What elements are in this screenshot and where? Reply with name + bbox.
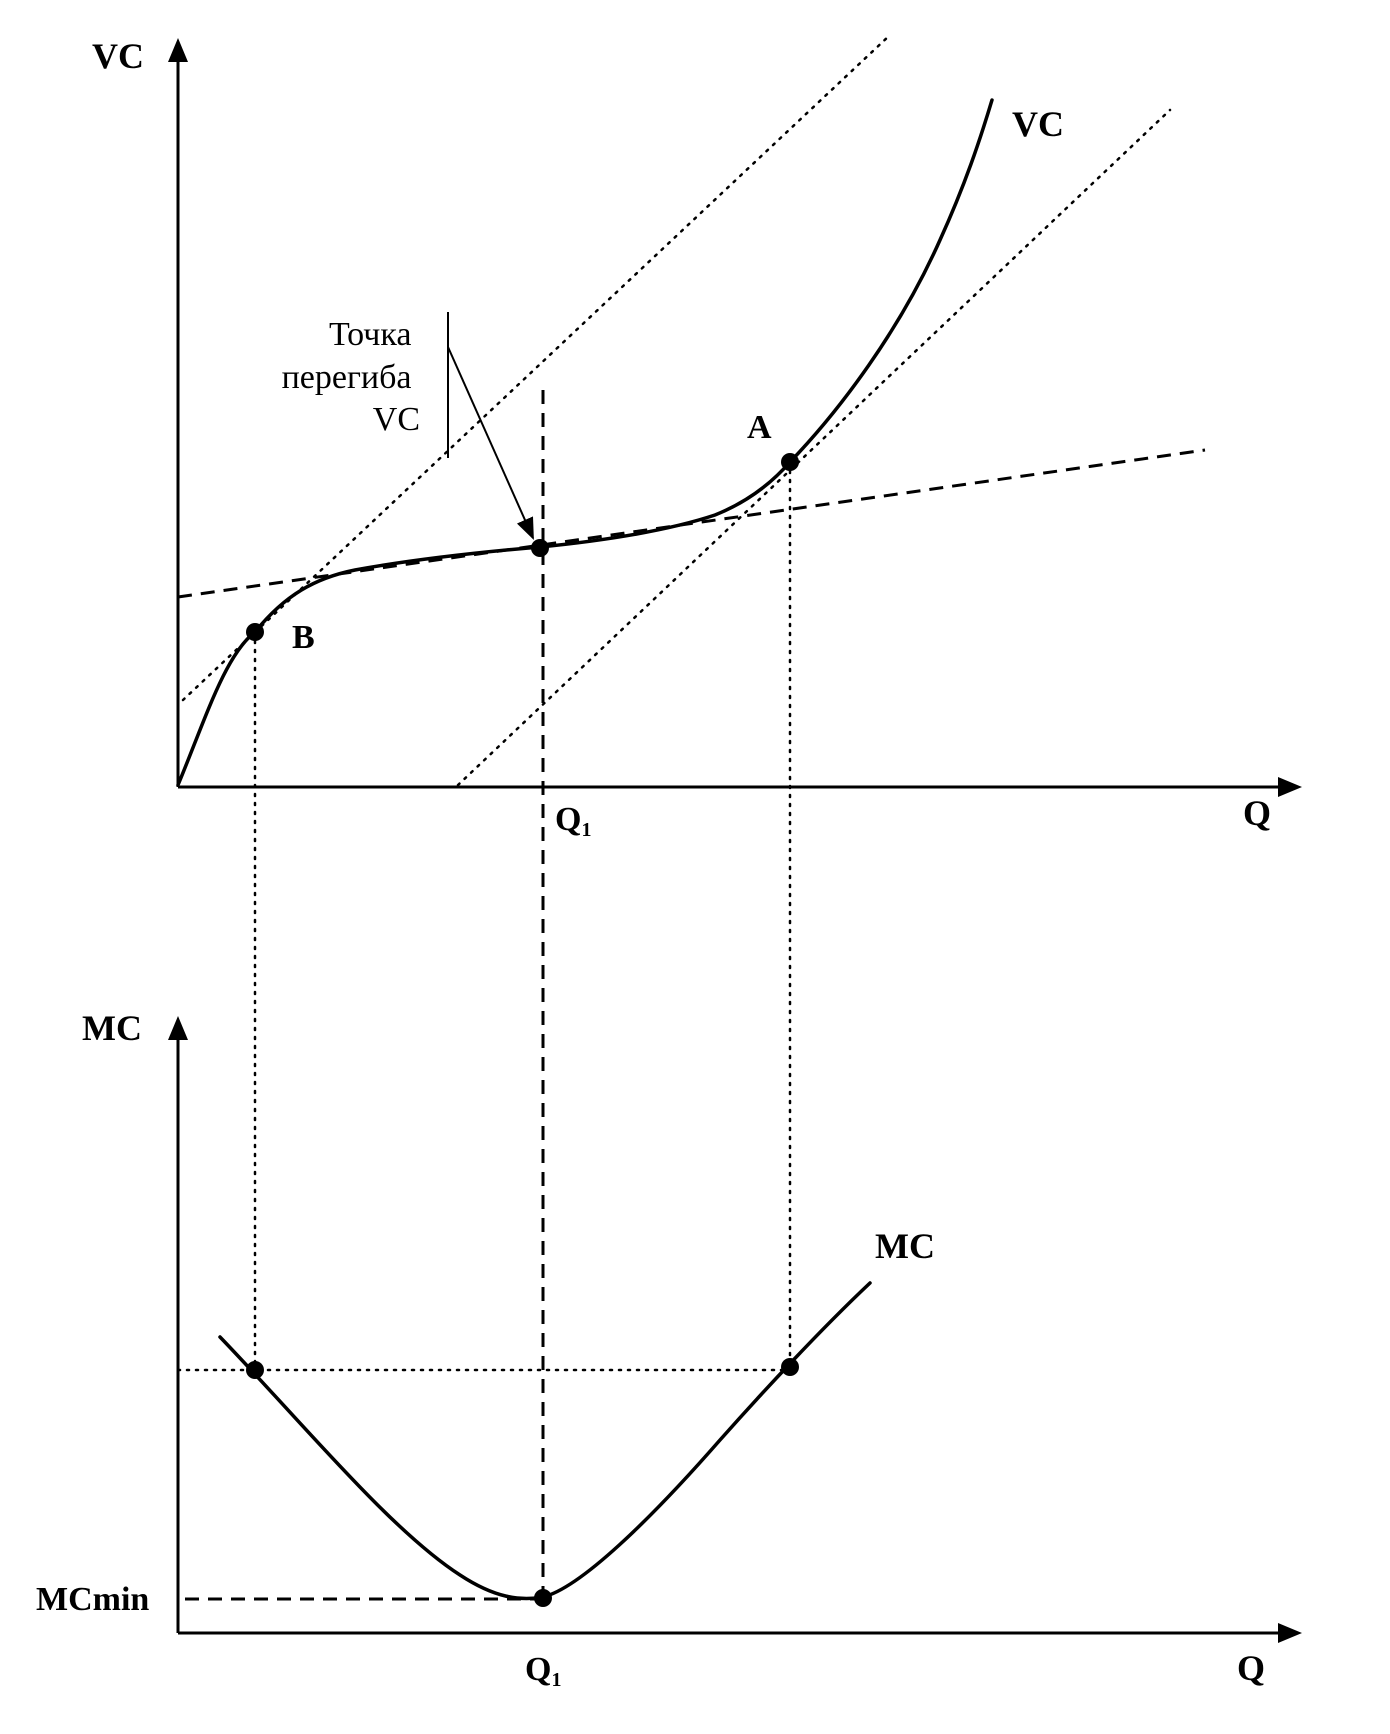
top-y-axis-label: VC [92, 36, 144, 76]
bottom-q1-label: Q1 [525, 1651, 561, 1691]
top-panel: VC VC A B Q Q1 Точка перегиба VC [92, 33, 1302, 1598]
bottom-x-axis-label: Q [1237, 1648, 1265, 1688]
mc-point-a [781, 1358, 799, 1376]
annotation-text: Точка перегиба VC [282, 316, 420, 438]
mc-curve-label: MC [875, 1226, 935, 1266]
annotation-arrow [447, 346, 534, 541]
top-x-axis-arrow [1278, 777, 1302, 797]
top-q1-subscript: 1 [581, 819, 591, 841]
vc-curve [176, 98, 994, 787]
top-x-axis-label: Q [1243, 793, 1271, 833]
mc-point-b [246, 1361, 264, 1379]
mc-min-point [534, 1589, 552, 1607]
ray-line-lower [456, 108, 1172, 787]
ray-line-upper [181, 33, 892, 702]
point-b [246, 623, 264, 641]
vc-curve-label: VC [1012, 104, 1064, 144]
bottom-x-axis-arrow [1278, 1623, 1302, 1643]
inflection-point [531, 539, 549, 557]
bottom-y-axis-arrow [168, 1016, 188, 1040]
bottom-y-axis-label: MC [82, 1008, 142, 1048]
annotation-line-2: перегиба [282, 359, 412, 396]
point-a [781, 453, 799, 471]
top-y-axis-arrow [168, 38, 188, 62]
bottom-q1-subscript: 1 [551, 1669, 561, 1691]
top-q1-label: Q1 [555, 801, 591, 841]
mcmin-label: MCmin [36, 1581, 149, 1618]
annotation-line-1: Точка [329, 316, 412, 353]
point-a-label: A [747, 409, 772, 446]
inflection-tangent-line [177, 448, 1206, 599]
point-b-label: B [292, 619, 315, 656]
bottom-panel: MC MC MCmin Q Q1 [36, 1008, 1302, 1691]
annotation-line-3: VC [373, 401, 420, 438]
mc-curve [218, 1281, 872, 1601]
